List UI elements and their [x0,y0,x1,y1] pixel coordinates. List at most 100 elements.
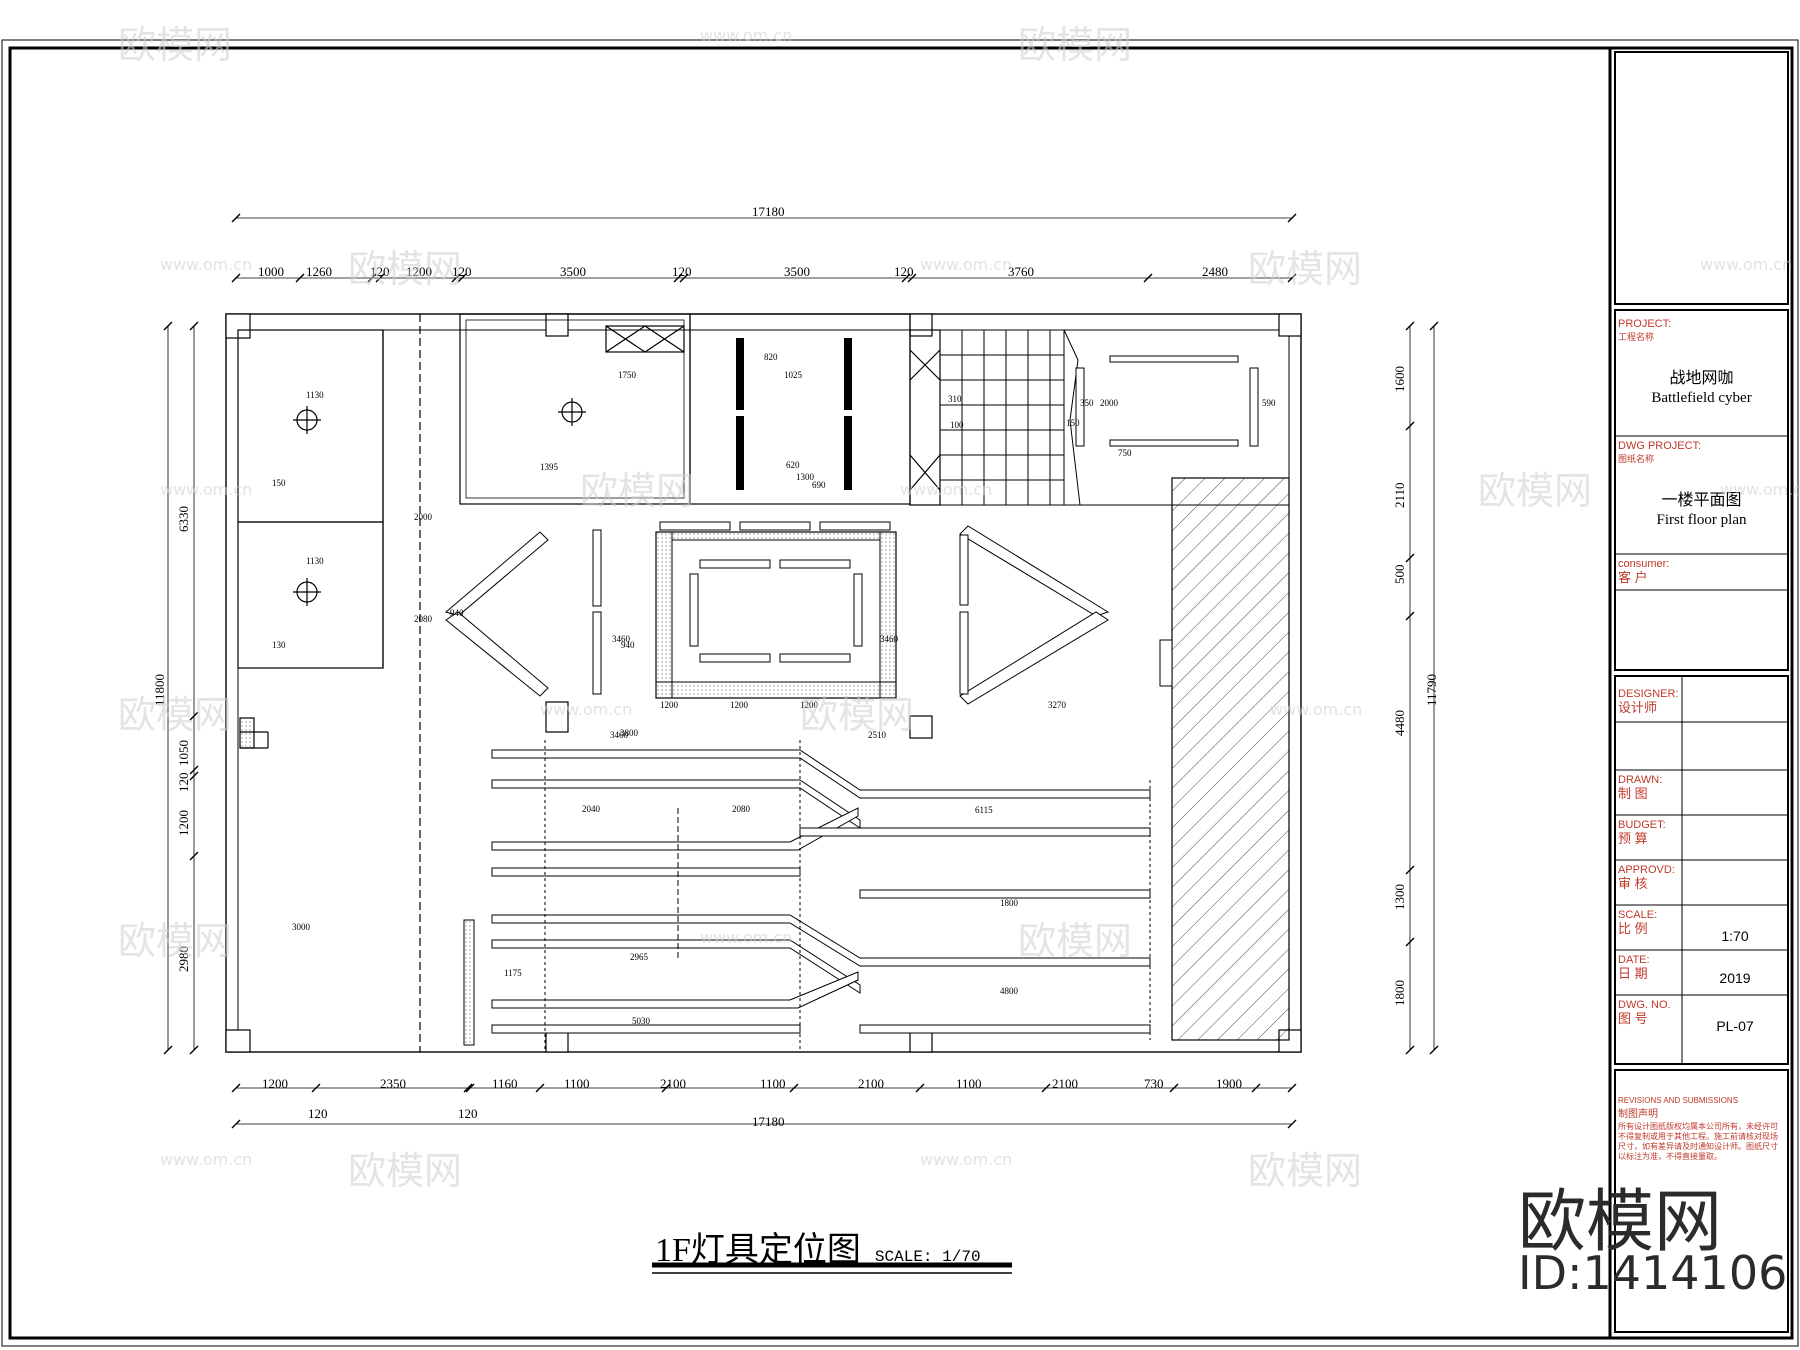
dwg-no-label-cn: 图 号 [1618,1011,1648,1026]
dim-top-1: 1260 [306,264,332,279]
scale-label-en: SCALE: [1618,909,1658,921]
hatched-bar-counter [1171,477,1290,1041]
watermark-logo: 欧模网 [1018,919,1133,963]
dimension-tick [451,273,461,283]
dim-bottom-6: 2100 [858,1076,884,1091]
approved-label-en: APPROVD: [1618,864,1675,876]
upper-rooms [459,313,941,506]
dimension-tick [463,1083,473,1093]
consumer-label-cn: 客 户 [1618,570,1648,585]
dimension-tick [231,1119,241,1129]
dim-interior-9: 3460 [880,634,898,644]
dim-right-3: 4480 [1392,710,1407,736]
dimension-tick [1251,1083,1261,1093]
drawing-name-cn: 一楼平面图 [1661,492,1742,509]
dim-bottom-4: 2100 [660,1076,686,1091]
dimension-tick [311,1083,321,1093]
dimension-tick [231,1083,241,1093]
project-name-cn: 战地网咖 [1669,370,1734,387]
watermark-site: www.om.cn [900,480,993,499]
dim-interior-24: 1175 [504,968,522,978]
dimension-tick [1429,321,1439,331]
dim-interior-28: 820 [764,352,778,362]
project-label-cn: 工程名称 [1618,332,1655,342]
dimension-tick [789,1083,799,1093]
dim-top-5: 3500 [560,264,586,279]
dim-left-2: 120 [176,772,191,793]
dimension-tick [1287,273,1297,283]
dimension-tick [1041,1083,1051,1093]
dim-interior-18: 3800 [620,728,638,738]
approved-label: APPROVD: 审 核 [1618,864,1675,890]
dimension-tick [189,321,199,331]
dim-interior-6: 2000 [414,512,432,522]
notes-text: 所有设计图纸版权均属本公司所有，未经许可不得复制或用于其他工程。施工前请核对现场… [1618,1122,1778,1161]
watermark-logo: 欧模网 [1248,247,1363,291]
dim-left-0: 6330 [176,506,191,532]
dim-right-1: 2110 [1392,482,1407,508]
dim-bottom-10: 1900 [1216,1076,1242,1091]
budget-label: BUDGET: 预 算 [1618,819,1666,845]
dim-interior-8: 3460 [612,634,630,644]
project-label-en: PROJECT: [1618,318,1672,330]
dim-left-1: 1050 [176,740,191,766]
watermark-logo: 欧模网 [118,919,233,963]
dim-interior-27: 3000 [292,922,310,932]
watermark-site: www.om.cn [160,480,253,499]
dim-interior-30: 620 [786,460,800,470]
counter-end-panel [1159,639,1173,687]
dimension-tick [189,711,199,721]
seating-rows [463,740,1151,1050]
dim-interior-2: 150 [272,478,286,488]
black-light-bars [736,338,852,490]
designer-label-en: DESIGNER: [1618,688,1679,700]
dwg-project-label: DWG PROJECT: 图纸名称 [1618,440,1701,466]
watermark-logo: 欧模网 [348,1149,463,1193]
dim-interior-7: 2080 [414,614,432,624]
caption-scale: SCALE: 1/70 [874,1248,981,1266]
dwg-project-label-cn: 图纸名称 [1618,454,1655,464]
revisions-label: REVISIONS AND SUBMISSIONS [1618,1096,1739,1105]
sheet-outer-border [1,39,1799,1347]
dim-interior-20: 2080 [732,804,750,814]
dim-bottom-2: 1160 [492,1076,518,1091]
dim-right-2: 500 [1392,564,1407,585]
dim-right-5: 1800 [1392,980,1407,1006]
dim-interior-23: 2965 [630,952,648,962]
dimension-tick [457,273,467,283]
dim-interior-17: 3270 [1048,700,1066,710]
dim-bottom-small-0: 120 [308,1106,328,1121]
watermark-logo: 欧模网 [1478,469,1593,513]
dimension-tick [1287,1083,1297,1093]
dim-bottom-1: 2350 [380,1076,406,1091]
watermark-site: www.om.cn [700,928,793,947]
watermark-site: www.om.cn [700,26,793,45]
dimension-tick [231,213,241,223]
dim-interior-5: 1395 [540,462,558,472]
dim-interior-13: 940 [621,640,635,650]
dim-overall-top: 17180 [752,204,785,219]
dimension-tick [465,1083,475,1093]
date-label-cn: 日 期 [1618,966,1648,981]
watermark-logo: 欧模网 [118,23,233,67]
dimension-tick [375,273,385,283]
watermark-site: www.om.cn [920,255,1013,274]
dim-bottom-0: 1200 [262,1076,288,1091]
dim-top-0: 1000 [258,264,284,279]
project-label: PROJECT: 工程名称 [1618,318,1671,344]
dim-top-4: 120 [452,264,472,279]
watermark-logo: 欧模网 [348,247,463,291]
dimension-tick [1405,611,1415,621]
dwg-project-label-en: DWG PROJECT: [1618,440,1702,452]
dimension-tick [901,273,911,283]
central-seating-fixtures [445,521,1110,705]
dim-interior-10: 3460 [610,730,628,740]
dim-right-0: 1600 [1392,366,1407,392]
dim-bottom-7: 1100 [956,1076,982,1091]
title-block-frame [1608,48,1789,1338]
dimension-tick [673,273,683,283]
dim-top-10: 2480 [1202,264,1228,279]
dim-top-8: 120 [894,264,914,279]
watermark-logo: 欧模网 [800,693,915,737]
dim-interior-36: 100 [950,420,964,430]
